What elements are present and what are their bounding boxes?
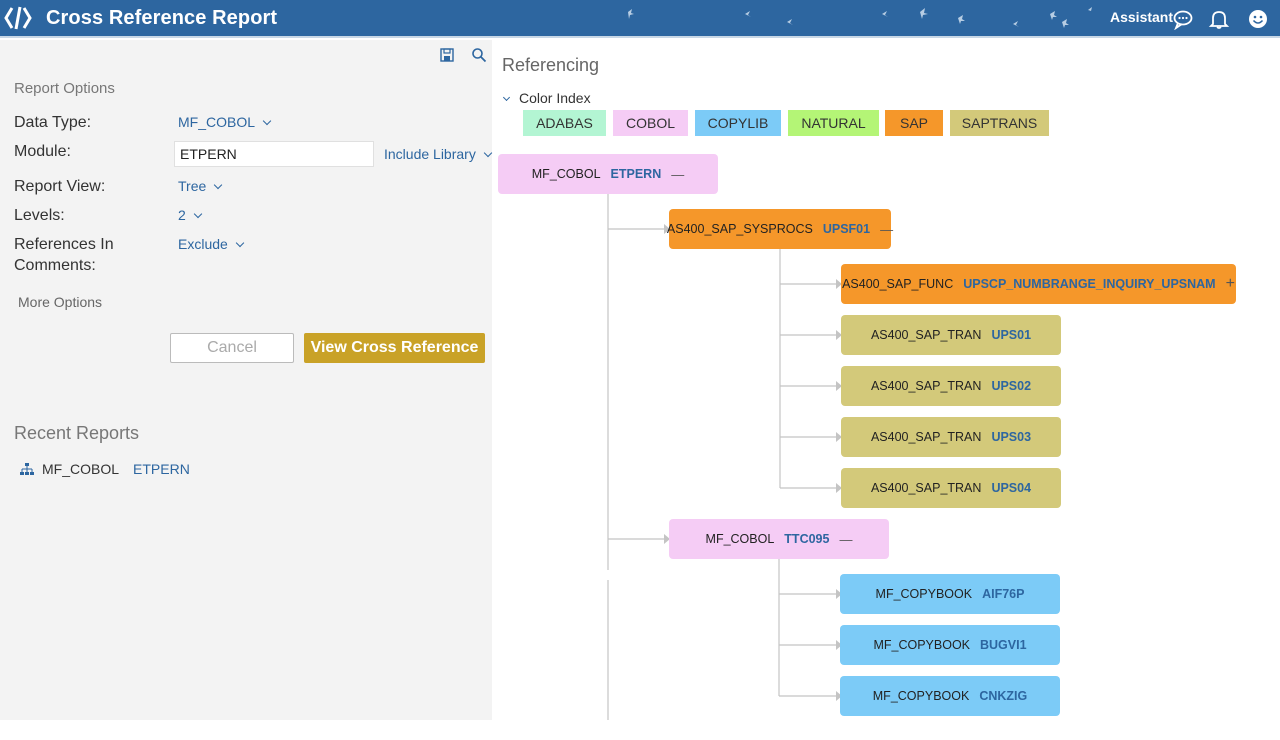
chevron-down-icon [214, 180, 223, 190]
node-type: MF_COBOL [705, 532, 775, 546]
node-name[interactable]: BUGVI1 [980, 638, 1027, 652]
user-smiley-icon[interactable] [1247, 8, 1269, 30]
view-cross-reference-button[interactable]: View Cross Reference [304, 333, 485, 363]
collapse-icon[interactable]: — [671, 166, 685, 182]
recent-report-type: MF_COBOL [42, 461, 120, 477]
levels-value: 2 [178, 207, 186, 223]
color-index-label: Color Index [519, 90, 591, 106]
bell-icon[interactable] [1208, 8, 1230, 30]
data-type-label: Data Type: [14, 114, 92, 131]
legend-copylib: COPYLIB [695, 110, 781, 136]
node-name[interactable]: UPS01 [991, 328, 1032, 342]
referencing-title: Referencing [502, 55, 600, 75]
node-name[interactable]: ETPERN [610, 167, 662, 181]
node-type: AS400_SAP_SYSPROCS [666, 222, 813, 236]
tree-node[interactable]: MF_COBOL TTC095 — [669, 519, 889, 559]
node-name[interactable]: UPS02 [991, 379, 1032, 393]
tree-node[interactable]: AS400_SAP_TRAN UPS03 [841, 417, 1061, 457]
tree-node[interactable]: MF_COBOL ETPERN — [498, 154, 718, 194]
chevron-down-icon [483, 148, 493, 158]
references-in-comments-value: Exclude [178, 236, 228, 252]
node-type: AS400_SAP_FUNC [842, 277, 954, 291]
chevron-down-icon [193, 209, 203, 219]
references-in-comments-select[interactable]: Exclude [178, 236, 245, 252]
recent-report-item[interactable]: MF_COBOL ETPERN [20, 461, 190, 477]
node-type: AS400_SAP_TRAN [870, 481, 982, 495]
tree-node[interactable]: AS400_SAP_TRAN UPS02 [841, 366, 1061, 406]
data-type-select[interactable]: MF_COBOL [178, 114, 272, 130]
include-library-select[interactable]: Include Library [384, 146, 493, 162]
cancel-button[interactable]: Cancel [170, 333, 294, 363]
node-name[interactable]: UPS03 [991, 430, 1032, 444]
node-type: AS400_SAP_TRAN [870, 328, 982, 342]
tree-node[interactable]: MF_COPYBOOK AIF76P [840, 574, 1060, 614]
save-icon[interactable] [439, 47, 455, 63]
chevron-down-icon [235, 238, 245, 248]
collapse-icon[interactable]: — [839, 531, 853, 547]
module-input[interactable] [174, 141, 374, 167]
module-label: Module: [14, 143, 71, 160]
app-title: Cross Reference Report [46, 7, 278, 29]
node-type: MF_COBOL [531, 167, 601, 181]
expand-icon[interactable]: + [1225, 275, 1235, 292]
chevron-down-icon [262, 116, 272, 126]
color-index-toggle[interactable]: Color Index [502, 90, 591, 106]
legend-sap: SAP [885, 110, 943, 136]
node-type: AS400_SAP_TRAN [870, 379, 982, 393]
legend-cobol: COBOL [613, 110, 688, 136]
chat-bubble-icon[interactable] [1172, 8, 1194, 30]
report-view-label: Report View: [14, 178, 106, 195]
node-type: AS400_SAP_TRAN [870, 430, 982, 444]
node-name[interactable]: UPS04 [991, 481, 1032, 495]
app-header: Cross Reference Report Assistant [0, 0, 1280, 38]
data-type-value: MF_COBOL [178, 114, 256, 130]
legend-natural: NATURAL [788, 110, 879, 136]
collapse-icon[interactable]: — [880, 221, 894, 237]
tree-node[interactable]: AS400_SAP_SYSPROCS UPSF01 — [666, 209, 894, 249]
levels-select[interactable]: 2 [178, 207, 203, 223]
node-type: MF_COPYBOOK [872, 689, 970, 703]
report-view-select[interactable]: Tree [178, 178, 223, 194]
node-type: MF_COPYBOOK [873, 638, 970, 652]
report-view-value: Tree [178, 178, 207, 194]
legend-adabas: ADABAS [523, 110, 606, 136]
tree-node[interactable]: MF_COPYBOOK CNKZIG [840, 676, 1060, 716]
hierarchy-icon [20, 463, 34, 475]
node-type: MF_COPYBOOK [875, 587, 973, 601]
node-name[interactable]: UPSF01 [822, 222, 871, 236]
node-name[interactable]: AIF76P [982, 587, 1025, 601]
tree-node[interactable]: AS400_SAP_TRAN UPS04 [841, 468, 1061, 508]
references-in-comments-label: References In Comments: [14, 236, 114, 274]
include-library-label: Include Library [384, 146, 476, 162]
legend-saptrans: SAPTRANS [950, 110, 1049, 136]
report-options-panel: Report Options Data Type: MF_COBOL Modul… [0, 40, 493, 720]
app-logo-icon[interactable] [3, 3, 33, 33]
node-name[interactable]: TTC095 [784, 532, 830, 546]
tree-node[interactable]: AS400_SAP_FUNC UPSCP_NUMBRANGE_INQUIRY_UP… [841, 264, 1236, 304]
tree-node[interactable]: MF_COPYBOOK BUGVI1 [840, 625, 1060, 665]
recent-reports-title: Recent Reports [14, 423, 140, 443]
report-options-title: Report Options [14, 80, 115, 97]
search-icon[interactable] [471, 47, 487, 63]
chevron-down-icon [502, 93, 511, 102]
assistant-label[interactable]: Assistant [1110, 9, 1174, 25]
tree-node[interactable]: AS400_SAP_TRAN UPS01 [841, 315, 1061, 355]
recent-report-name: ETPERN [133, 461, 190, 477]
more-options-link[interactable]: More Options [18, 294, 103, 310]
node-name[interactable]: UPSCP_NUMBRANGE_INQUIRY_UPSNAM [963, 277, 1216, 291]
levels-label: Levels: [14, 207, 65, 224]
node-name[interactable]: CNKZIG [979, 689, 1028, 703]
